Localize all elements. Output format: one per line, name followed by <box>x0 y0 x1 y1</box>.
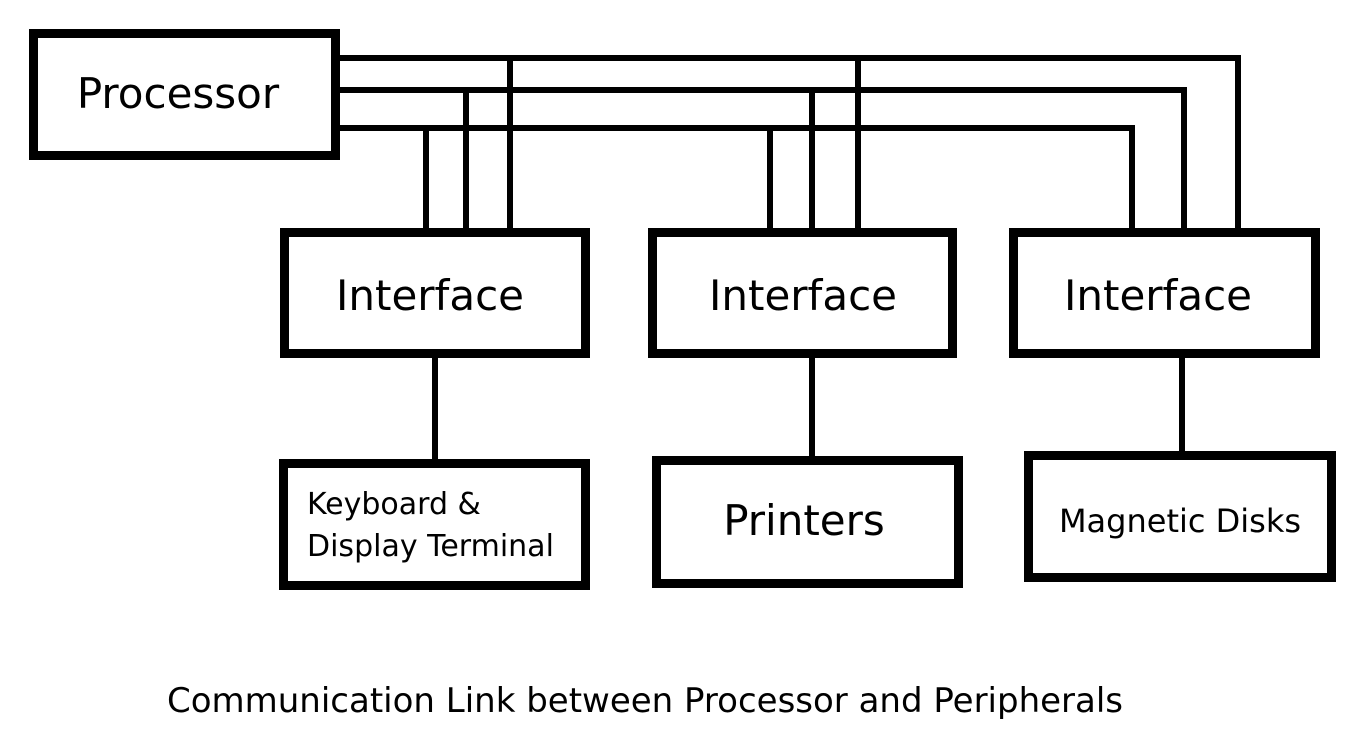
peripheral-label-line-2: Display Terminal <box>307 529 554 564</box>
interface-node-3: Interface <box>1009 228 1320 358</box>
bus-line-top <box>335 55 1241 232</box>
bus-lines <box>335 55 1241 232</box>
peripheral-label: Printers <box>723 496 885 545</box>
interface-node-2: Interface <box>648 228 957 358</box>
interface-label: Interface <box>1064 271 1252 320</box>
bus-line-middle <box>335 87 1187 232</box>
peripheral-box <box>652 456 963 588</box>
processor-label: Processor <box>77 69 280 118</box>
peripheral-box <box>279 459 590 590</box>
peripheral-keyboard-display: Keyboard & Display Terminal <box>279 459 590 590</box>
interface-box <box>648 228 957 358</box>
interface-1-bus-drops <box>423 58 513 232</box>
peripheral-label-line-1: Keyboard & <box>307 487 481 522</box>
interface-box <box>1009 228 1320 358</box>
peripheral-label: Magnetic Disks <box>1059 502 1301 540</box>
peripheral-box <box>1024 451 1336 582</box>
interface-node-1: Interface <box>280 228 590 358</box>
diagram-caption: Communication Link between Processor and… <box>167 681 1123 721</box>
peripheral-magnetic-disks: Magnetic Disks <box>1024 451 1336 582</box>
peripheral-printers: Printers <box>652 456 963 588</box>
interface-box <box>280 228 590 358</box>
bus-line-bottom <box>335 125 1135 232</box>
processor-node: Processor <box>29 29 340 160</box>
interface-label: Interface <box>709 271 897 320</box>
interface-2-bus-drops <box>767 58 861 232</box>
interface-label: Interface <box>336 271 524 320</box>
processor-box <box>29 29 340 160</box>
